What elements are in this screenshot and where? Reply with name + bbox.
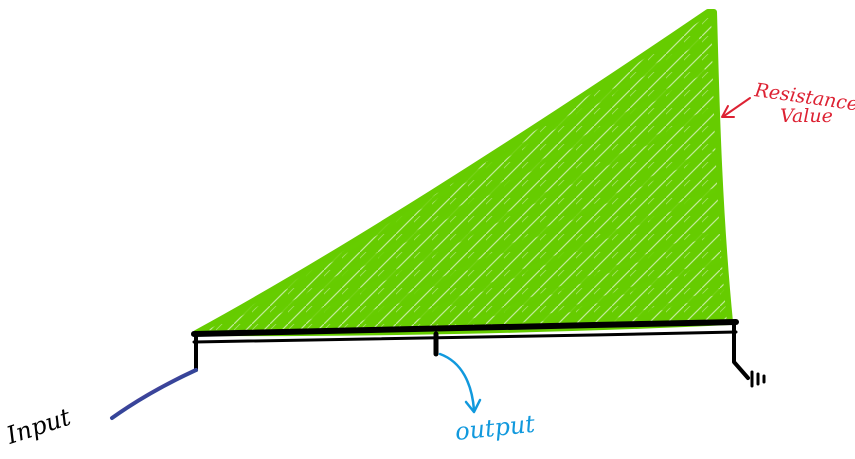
arrow-icon xyxy=(721,97,751,118)
input-label: Input xyxy=(2,403,74,450)
resistor-wire xyxy=(191,319,750,380)
ground-terminal xyxy=(732,322,750,380)
output-arrow xyxy=(438,352,482,414)
input-wire xyxy=(110,368,198,420)
output-label: output xyxy=(454,410,537,446)
resistance-label-line2: Value xyxy=(780,105,833,127)
resistance-wedge xyxy=(193,9,733,337)
ground-icon xyxy=(750,370,766,388)
